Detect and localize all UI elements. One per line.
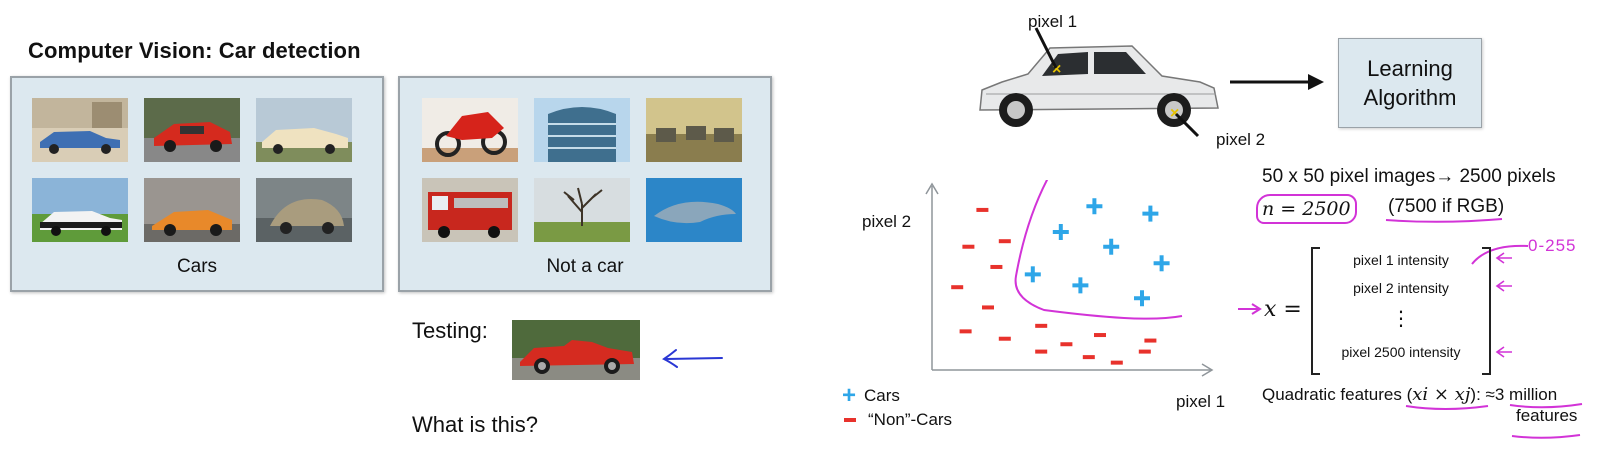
car-point [1134, 290, 1150, 307]
non-car-point [990, 264, 1003, 269]
question-label: What is this? [412, 412, 538, 437]
decision-boundary [1014, 180, 1183, 320]
x-vector-symbol: x = [1264, 297, 1302, 322]
quadratic-math: xi × xj [1412, 384, 1471, 405]
arrow-right-icon [1230, 74, 1324, 90]
quadratic-prefix: Quadratic features ( [1262, 385, 1413, 404]
range-pointer [1471, 244, 1529, 265]
cars-panel-label: Cars [176, 256, 218, 277]
x-axis-label: pixel 1 [1176, 392, 1226, 411]
non-car-point [1035, 349, 1048, 354]
pixel2-marker-icon: × [1170, 105, 1179, 122]
non-car-point [998, 336, 1011, 341]
car-point [1153, 255, 1170, 272]
n-equation: n = 2500 [1256, 194, 1357, 224]
y-axis-label: pixel 2 [862, 212, 912, 231]
legend-noncars: “Non”-Cars [842, 410, 952, 430]
non-car-point [962, 244, 975, 249]
learning-algorithm-box: Learning Algorithm [1338, 38, 1482, 128]
cars-examples-panel: Cars [10, 76, 384, 292]
quadratic-suffix: ): ≈3 million [1470, 385, 1558, 404]
non-car-point [976, 207, 989, 212]
quadratic-features-note: Quadratic features (xi × xj): ≈3 million [1262, 384, 1557, 405]
non-car-point [1094, 333, 1106, 338]
car-photo-cream-vintage [256, 98, 352, 162]
non-car-point [959, 329, 972, 334]
car-photo-police [32, 178, 128, 242]
vector-row-2: pixel 2 intensity [1353, 280, 1449, 296]
learning-algorithm-label: Learning Algorithm [1363, 56, 1457, 110]
non-car-point [982, 305, 994, 310]
x-pointer-arrow-icon [1238, 303, 1262, 315]
pixel1-callout-label: pixel 1 [1028, 12, 1078, 31]
slide-title: Computer Vision: Car detection [28, 38, 361, 63]
vector-row-ellipsis: ⋮ [1391, 308, 1411, 330]
car-point [1052, 224, 1069, 240]
row-pointer-arrows [1495, 252, 1512, 358]
vector-row-1: pixel 1 intensity [1353, 252, 1449, 268]
photo-bare-tree [534, 178, 630, 242]
non-cars-panel-label: Not a car [546, 256, 624, 277]
photo-red-motorcycle [422, 98, 518, 162]
photo-dolphin [646, 178, 742, 242]
feature-vector-brackets [1311, 247, 1491, 375]
quadratic-underlines [1405, 403, 1583, 439]
non-car-point [1144, 338, 1157, 343]
plus-icon: + [842, 382, 857, 409]
non-car-point [1035, 323, 1048, 328]
car-point [1072, 277, 1089, 294]
rgb-underline [1385, 218, 1503, 223]
non-cars-examples-panel: Not a car [398, 76, 772, 292]
photo-glass-building [534, 98, 630, 162]
car-photo-red-sports [144, 98, 240, 162]
pixel-count-note: 50 x 50 pixel images→ 2500 pixels [1262, 166, 1556, 187]
pixel2-callout-label: pixel 2 [1216, 130, 1266, 149]
non-car-point [951, 285, 964, 290]
non-car-point [1082, 355, 1095, 360]
test-car-photo [512, 320, 640, 380]
pixel1-marker-icon: × [1052, 61, 1061, 78]
quadratic-features-word: features [1516, 406, 1578, 425]
car-photo-beetle [256, 178, 352, 242]
non-car-point [1110, 360, 1123, 365]
car-point [1142, 205, 1159, 222]
legend-cars: + Cars [842, 382, 900, 409]
non-car-point [1060, 342, 1073, 347]
scatter-plot [925, 180, 1214, 377]
legend-cars-label: Cars [864, 386, 900, 405]
pixel-range-note: 0-255 [1528, 236, 1577, 255]
minus-icon [844, 418, 856, 422]
car-point [1103, 238, 1120, 255]
vector-row-last: pixel 2500 intensity [1341, 344, 1461, 360]
car-photo-orange-lamborghini [144, 178, 240, 242]
testing-label: Testing: [412, 318, 488, 343]
arrow-left-icon [662, 349, 723, 368]
rgb-note: (7500 if RGB) [1388, 196, 1505, 217]
car-point [1086, 198, 1103, 215]
non-car-point [1138, 349, 1151, 354]
non-car-point [998, 239, 1011, 244]
legend-noncars-label: “Non”-Cars [868, 410, 953, 429]
photo-office-interior [646, 98, 742, 162]
car-point [1024, 266, 1041, 283]
car-photo-blue-classic [32, 98, 128, 162]
photo-fire-truck [422, 178, 518, 242]
car-illustration: × × [979, 27, 1219, 138]
